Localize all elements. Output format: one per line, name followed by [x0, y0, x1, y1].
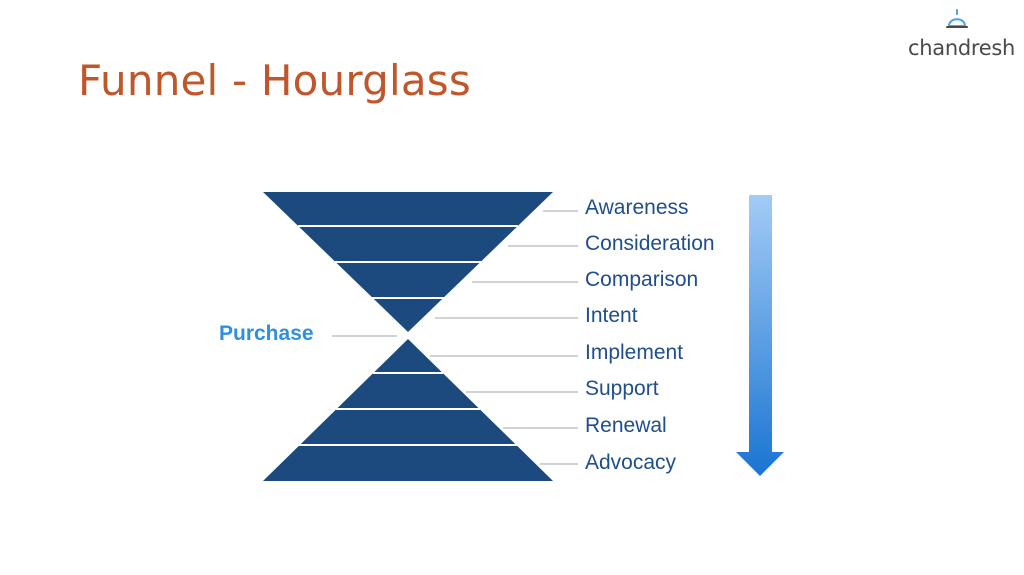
stage-label-implement: Implement — [585, 341, 683, 364]
logo-text: chandresh — [908, 36, 1016, 60]
bell-icon — [946, 9, 968, 28]
slide-title: Funnel - Hourglass — [78, 56, 471, 105]
purchase-label: Purchase — [219, 322, 314, 345]
stage-label-support: Support — [585, 377, 659, 400]
down-arrow-icon — [736, 195, 784, 476]
stage-label-advocacy: Advocacy — [585, 451, 677, 474]
funnel-band-dividers — [298, 225, 518, 446]
stage-label-intent: Intent — [585, 304, 638, 327]
stage-leader-lines — [430, 210, 578, 465]
stage-label-renewal: Renewal — [585, 414, 667, 437]
stage-label-comparison: Comparison — [585, 268, 698, 291]
stage-label-awareness: Awareness — [585, 196, 689, 219]
stage-label-consideration: Consideration — [585, 232, 715, 255]
brand-logo: chandresh — [900, 8, 1016, 68]
